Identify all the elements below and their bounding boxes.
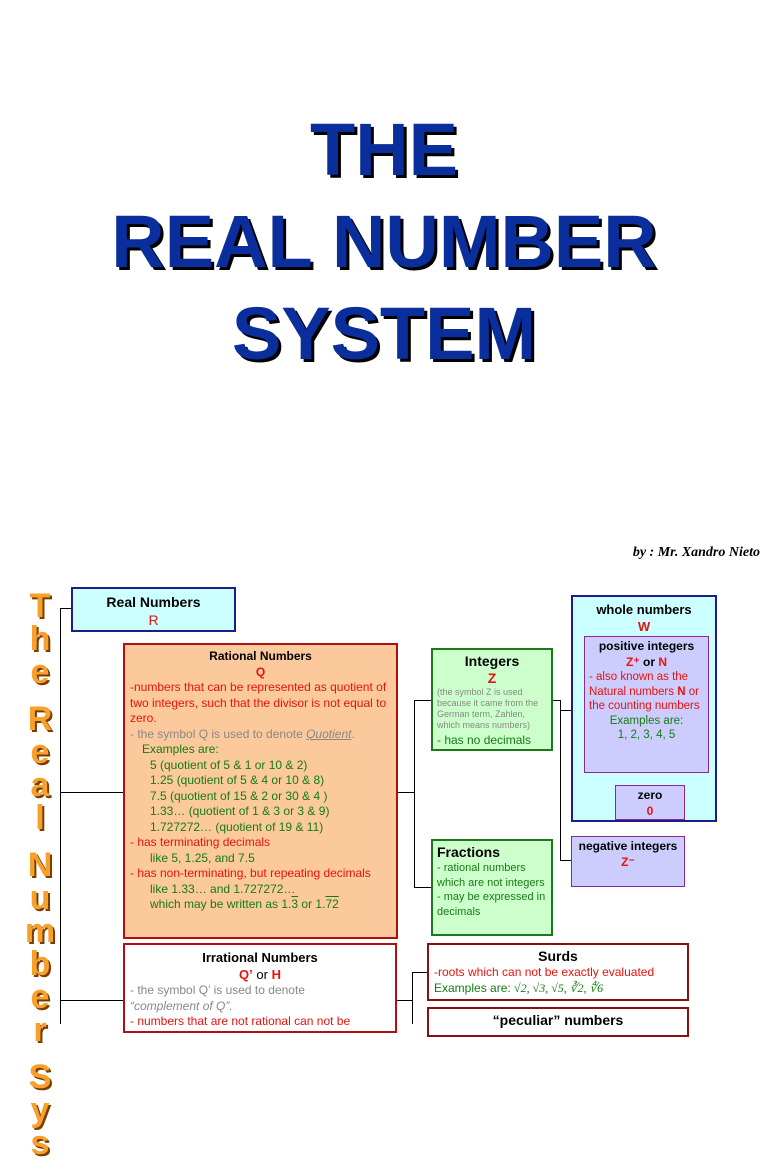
connector-rational — [60, 792, 124, 793]
integers-label: Integers — [464, 653, 520, 669]
side-letter: r — [33, 1011, 47, 1049]
side-letter: N — [27, 846, 53, 884]
positive-description: - also known as the Natural numbers N or… — [589, 671, 700, 712]
rational-symbol: Q — [255, 664, 266, 679]
irrational-label: Irrational Numbers — [202, 950, 318, 965]
side-letter: y — [30, 1091, 50, 1129]
rational-example: 7.5 (quotient of 15 & 2 or 30 & 4 ) — [150, 788, 328, 803]
rational-terminating: - has terminating decimals — [130, 835, 271, 849]
integers-no-decimals: - has no decimals — [437, 733, 532, 747]
side-letter: e — [30, 733, 50, 771]
rational-repeating-examples: like 1.33… and 1.727272… — [150, 881, 296, 896]
connector-rational-out — [397, 792, 414, 793]
connector-integers — [414, 700, 432, 701]
negative-integers-box: negative integers Z⁻ — [571, 836, 685, 887]
fractions-box: Fractions - rational numbers which are n… — [431, 839, 553, 936]
title-line-2: REAL NUMBER — [111, 200, 657, 283]
whole-label: whole numbers — [596, 602, 692, 617]
rational-written-as: which may be written as 1.3 or 1.72 — [150, 897, 339, 911]
positive-examples-label: Examples are: — [609, 714, 684, 727]
positive-examples: 1, 2, 3, 4, 5 — [617, 729, 676, 741]
irrational-symbols: Q’ or H — [239, 967, 281, 982]
connector-whole — [560, 710, 572, 711]
real-numbers-symbol: R — [148, 612, 159, 628]
connector-irrational-branch — [412, 972, 413, 1024]
side-letter: T — [29, 587, 51, 625]
rational-repeating: - has non-terminating, but repeating dec… — [130, 866, 371, 880]
rational-example: 5 (quotient of 5 & 1 or 10 & 2) — [150, 757, 308, 772]
connector-negative — [560, 860, 572, 861]
fractions-line-2: - may be expressed in decimals — [437, 891, 546, 918]
side-letter: S — [28, 1058, 52, 1096]
whole-symbol: W — [637, 619, 651, 634]
irrational-numbers-box: Irrational Numbers Q’ or H - the symbol … — [123, 943, 397, 1033]
rational-example: 1.727272… (quotient of 19 & 11) — [150, 819, 324, 834]
zero-box: zero 0 — [615, 785, 685, 820]
peculiar-label: “peculiar” numbers — [492, 1012, 624, 1028]
integers-box: Integers Z (the symbol Z is used because… — [431, 648, 553, 751]
connector-integers-branch — [560, 700, 561, 860]
positive-integers-box: positive integers Z⁺ or N - also known a… — [584, 636, 709, 773]
surds-label: Surds — [538, 948, 578, 964]
side-letter: e — [30, 653, 50, 691]
title-line-3: SYSTEM — [231, 292, 537, 375]
rational-example: 1.33… (quotient of 1 & 3 or 3 & 9) — [150, 804, 330, 818]
negative-label: negative integers — [578, 839, 678, 853]
side-letter: b — [29, 945, 51, 983]
rational-symbol-note: - the symbol Q is used to denote Quotien… — [130, 726, 355, 741]
connector-fractions — [414, 887, 432, 888]
connector-irrational-out — [396, 1000, 412, 1001]
irrational-symbol-note: - the symbol Q’ is used to denote “compl… — [130, 983, 305, 1013]
side-letter: s — [30, 1124, 50, 1162]
positive-label: positive integers — [598, 639, 695, 653]
positive-symbols: Z⁺ or N — [625, 654, 667, 669]
surds-definition: -roots which can not be exactly evaluate… — [434, 965, 655, 979]
rational-examples-label: Examples are: — [142, 742, 219, 756]
zero-label: zero — [637, 788, 663, 802]
side-gap — [18, 1047, 62, 1061]
side-letter: e — [30, 978, 50, 1016]
surds-examples: Examples are: √2, √3, √5, ∛2, ∜6 — [434, 980, 604, 995]
side-letter: a — [30, 766, 50, 804]
author-credit: by : Mr. Xandro Nieto — [632, 545, 760, 560]
fractions-line-1: - rational numbers which are not integer… — [437, 862, 545, 889]
connector-integers-out — [552, 700, 560, 701]
connector-surds — [412, 972, 428, 973]
side-letter: h — [29, 620, 51, 658]
connector-trunk — [60, 608, 61, 1024]
side-letter: l — [35, 799, 45, 837]
side-letter: R — [27, 700, 53, 738]
zero-symbol: 0 — [646, 803, 654, 818]
irrational-definition: - numbers that are not rational can not … — [130, 1014, 351, 1028]
integers-symbol: Z — [487, 670, 497, 686]
rational-label: Rational Numbers — [209, 649, 312, 663]
surds-box: Surds -roots which can not be exactly ev… — [427, 943, 689, 1001]
peculiar-numbers-box: “peculiar” numbers — [427, 1007, 689, 1037]
integers-note: (the symbol Z is used because it came fr… — [437, 687, 539, 730]
side-letter: m — [24, 912, 56, 950]
rational-numbers-box: Rational Numbers Q -numbers that can be … — [123, 643, 398, 939]
side-letter: u — [29, 879, 51, 917]
fractions-label: Fractions — [437, 844, 501, 860]
negative-symbol: Z⁻ — [621, 854, 635, 869]
real-numbers-box: Real Numbers R — [71, 587, 236, 632]
rational-definition: -numbers that can be represented as quot… — [130, 680, 387, 725]
connector-rational-branch — [414, 700, 415, 888]
rational-example: 1.25 (quotient of 5 & 4 or 10 & 8) — [150, 773, 325, 787]
connector-irrational — [60, 1000, 124, 1001]
real-numbers-label: Real Numbers — [106, 594, 201, 610]
title-line-1: THE — [310, 108, 458, 191]
rational-terminating-examples: like 5, 1.25, and 7.5 — [150, 850, 255, 865]
connector-real — [60, 608, 72, 609]
side-title: T h e R e a l N u m b e r S y s — [18, 587, 62, 1162]
